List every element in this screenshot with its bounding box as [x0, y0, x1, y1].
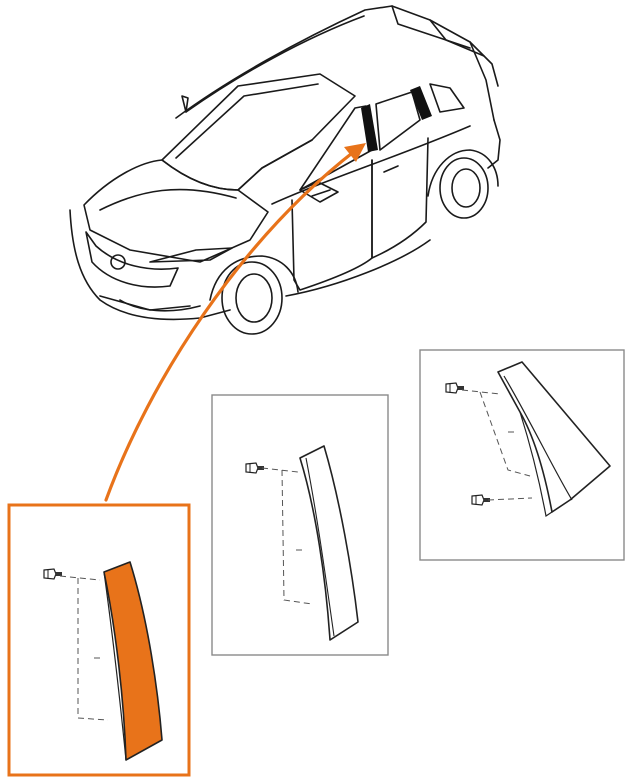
- pillar-garnish-inner-edge: [503, 375, 573, 501]
- vehicle-highlighted-pillars: [361, 86, 432, 152]
- leader-line: [261, 467, 313, 605]
- vehicle-rear-wheel: [439, 157, 489, 219]
- vehicle-badge: [110, 254, 126, 270]
- leader-line: [461, 389, 531, 477]
- vehicle-headlight: [149, 247, 233, 263]
- vehicle-mirror: [299, 181, 339, 203]
- vehicle-d-pillar: [469, 41, 495, 121]
- panel-variant-b: [419, 349, 625, 561]
- leader-line: [487, 497, 533, 501]
- screw-icon: [43, 568, 62, 580]
- pillar-garnish-outline-icon: [299, 445, 359, 641]
- vehicle-hood-crease: [99, 188, 237, 211]
- pillar-garnish-filled-icon: [103, 561, 163, 761]
- vehicle-beltline: [271, 125, 471, 205]
- vehicle-illustration: [69, 5, 501, 335]
- screw-icon: [471, 494, 490, 506]
- vehicle-hood: [83, 159, 269, 263]
- vehicle-rear-arch: [427, 149, 499, 197]
- leader-line: [59, 575, 109, 721]
- arrow-head-icon: [344, 143, 366, 162]
- vehicle-grille: [85, 231, 179, 288]
- panel-variant-a: [211, 394, 389, 656]
- vehicle-pillar-front: [361, 104, 378, 152]
- vehicle-roof-rail: [185, 15, 365, 113]
- vehicle-lower-intake: [119, 299, 201, 312]
- pillar-garnish-edge: [305, 457, 335, 637]
- vehicle-roof: [175, 5, 499, 119]
- vehicle-quarter-window: [429, 83, 465, 113]
- vehicle-rear-door: [371, 137, 429, 259]
- screw-icon: [445, 382, 464, 394]
- vehicle-front-wheel-rim: [235, 273, 273, 323]
- pillar-garnish-lower-edge: [519, 411, 553, 518]
- vehicle-front-door: [291, 159, 373, 291]
- vehicle-door-handle-front: [311, 189, 331, 197]
- vehicle-front-wheel: [221, 261, 283, 335]
- pillar-garnish-wide-icon: [497, 361, 611, 513]
- vehicle-windshield: [161, 73, 356, 191]
- vehicle-a-pillar: [237, 139, 313, 191]
- vehicle-front-arch: [209, 255, 299, 301]
- vehicle-antenna: [181, 95, 189, 113]
- vehicle-side-window-rear: [375, 91, 421, 151]
- arrow-curved-icon: [104, 148, 358, 502]
- callout-arrow: [104, 143, 366, 502]
- screw-icon: [245, 462, 264, 474]
- vehicle-roof-spoiler: [429, 19, 485, 57]
- vehicle-rocker: [285, 239, 431, 297]
- vehicle-door-handle-rear: [383, 165, 399, 173]
- vehicle-pillar-rear: [410, 86, 432, 120]
- vehicle-rear-wheel-rim: [451, 168, 481, 208]
- panel-variant-a-frame: [211, 394, 389, 656]
- vehicle-roof-rear: [391, 5, 471, 49]
- panel-highlighted-frame: [7, 503, 191, 777]
- pillar-garnish-edge: [103, 571, 127, 761]
- panel-highlighted: [7, 503, 191, 777]
- vehicle-windshield-inner: [175, 83, 319, 159]
- vehicle-front-bumper: [69, 209, 231, 321]
